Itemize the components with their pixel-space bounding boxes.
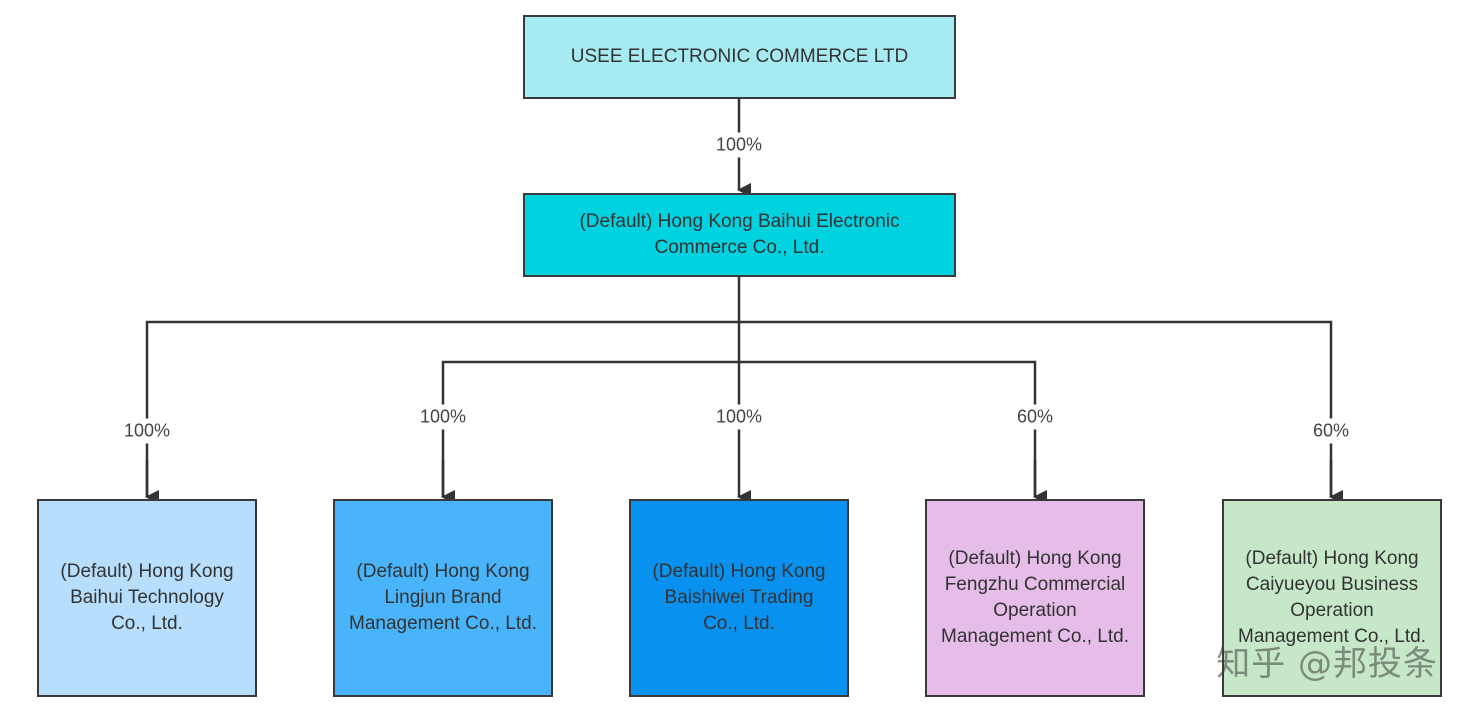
mid-node-label: (Default) Hong Kong Baihui Electronic Co… (579, 211, 900, 258)
edge-label-child-4: 60% (1014, 404, 1056, 430)
edge-label-child-2: 100% (417, 404, 469, 430)
child-node-2: (Default) Hong Kong Lingjun Brand Manage… (333, 499, 553, 697)
root-node: USEE ELECTRONIC COMMERCE LTD (523, 15, 956, 99)
child-node-5-label: (Default) Hong Kong Caiyueyou Business O… (1238, 548, 1426, 647)
edge-label-root: 100% (713, 132, 765, 158)
child-node-3-label: (Default) Hong Kong Baishiwei Trading Co… (652, 561, 826, 634)
child-node-2-label: (Default) Hong Kong Lingjun Brand Manage… (349, 561, 537, 634)
child-node-5: (Default) Hong Kong Caiyueyou Business O… (1222, 499, 1442, 697)
watermark-text: 知乎 @邦投条 (1216, 644, 1438, 684)
child-node-4: (Default) Hong Kong Fengzhu Commercial O… (925, 499, 1145, 697)
edge-label-child-1: 100% (121, 418, 173, 444)
child-node-4-label: (Default) Hong Kong Fengzhu Commercial O… (941, 548, 1129, 647)
child-node-3: (Default) Hong Kong Baishiwei Trading Co… (629, 499, 849, 697)
edge-label-child-3: 100% (713, 404, 765, 430)
connector-inner-branch (441, 360, 1037, 497)
child-node-1-label: (Default) Hong Kong Baihui Technology Co… (60, 561, 234, 634)
connector-outer-branch (145, 320, 1333, 497)
edge-label-child-5: 60% (1310, 418, 1352, 444)
child-node-1: (Default) Hong Kong Baihui Technology Co… (37, 499, 257, 697)
mid-node: (Default) Hong Kong Baihui Electronic Co… (523, 193, 956, 277)
root-node-label: USEE ELECTRONIC COMMERCE LTD (570, 46, 909, 67)
